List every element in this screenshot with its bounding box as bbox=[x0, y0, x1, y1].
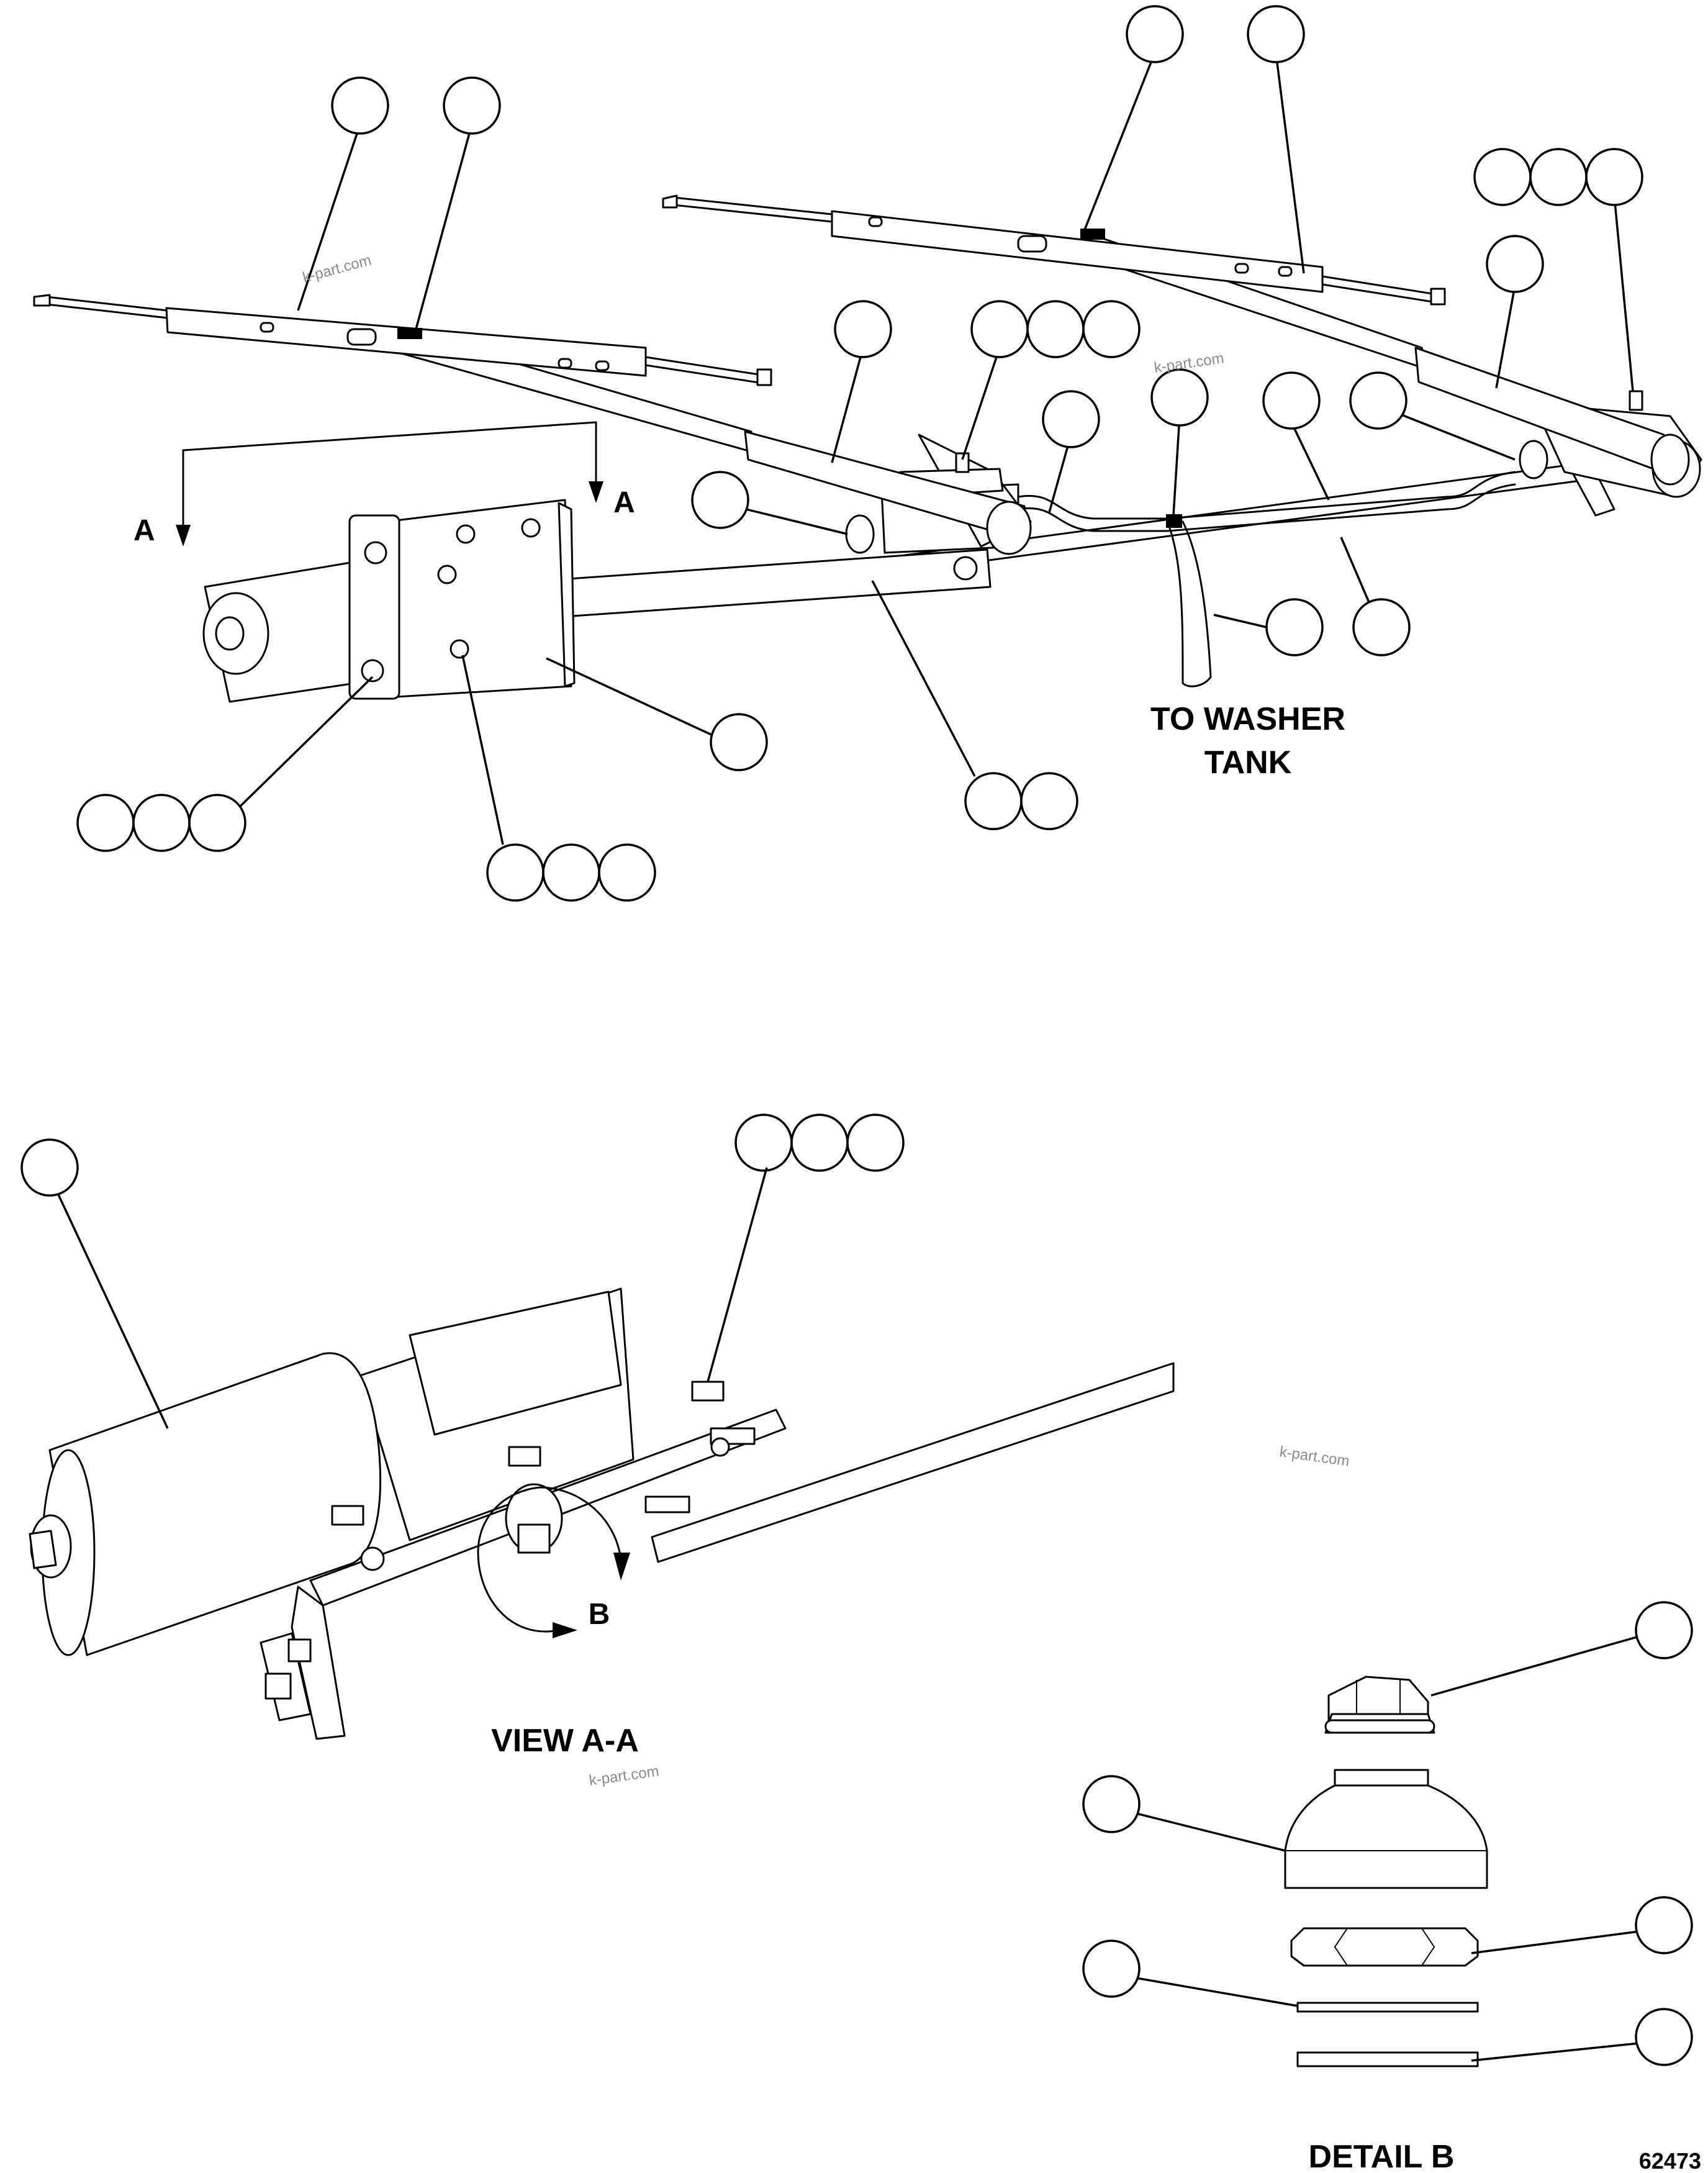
section-label-a-left: A bbox=[133, 514, 155, 547]
detail-b-callouts bbox=[1082, 1601, 1693, 2066]
left-wiper-blade bbox=[33, 294, 772, 386]
watermark: k-part.com bbox=[588, 1762, 660, 1789]
hex-nut bbox=[1290, 1927, 1479, 1967]
section-label-a-right: A bbox=[613, 486, 635, 519]
flat-washer bbox=[1296, 2051, 1479, 2067]
detail-b bbox=[1284, 1676, 1488, 2067]
boot-cap bbox=[1284, 1769, 1488, 1889]
watermark: k-part.com bbox=[301, 252, 373, 286]
right-wiper-blade bbox=[662, 194, 1446, 306]
detail-b-title: DETAIL B bbox=[1309, 2139, 1455, 2173]
view-a-a-title: VIEW A-A bbox=[491, 1723, 639, 1759]
figure-number: 62473 bbox=[1639, 2148, 1701, 2173]
wiper-motor bbox=[202, 499, 576, 703]
washer-tank-label-line1: TO WASHER bbox=[1150, 701, 1345, 737]
view-a-a-callouts bbox=[20, 1114, 905, 1429]
wiper-assembly-top bbox=[33, 194, 1702, 703]
view-a-a bbox=[29, 1287, 1175, 1740]
section-arrow-a bbox=[176, 421, 603, 547]
washer-hose bbox=[1017, 471, 1516, 687]
detail-b-indicator bbox=[477, 1486, 630, 1638]
watermark: k-part.com bbox=[1278, 1443, 1350, 1470]
thin-washer bbox=[1296, 2002, 1479, 2013]
detail-b-arrow-label: B bbox=[589, 1598, 610, 1631]
washer-tank-label-line2: TANK bbox=[1204, 745, 1292, 781]
top-callouts bbox=[76, 5, 1643, 902]
view-a-a-hardware bbox=[331, 1381, 756, 1571]
flange-nut bbox=[1324, 1676, 1435, 1734]
